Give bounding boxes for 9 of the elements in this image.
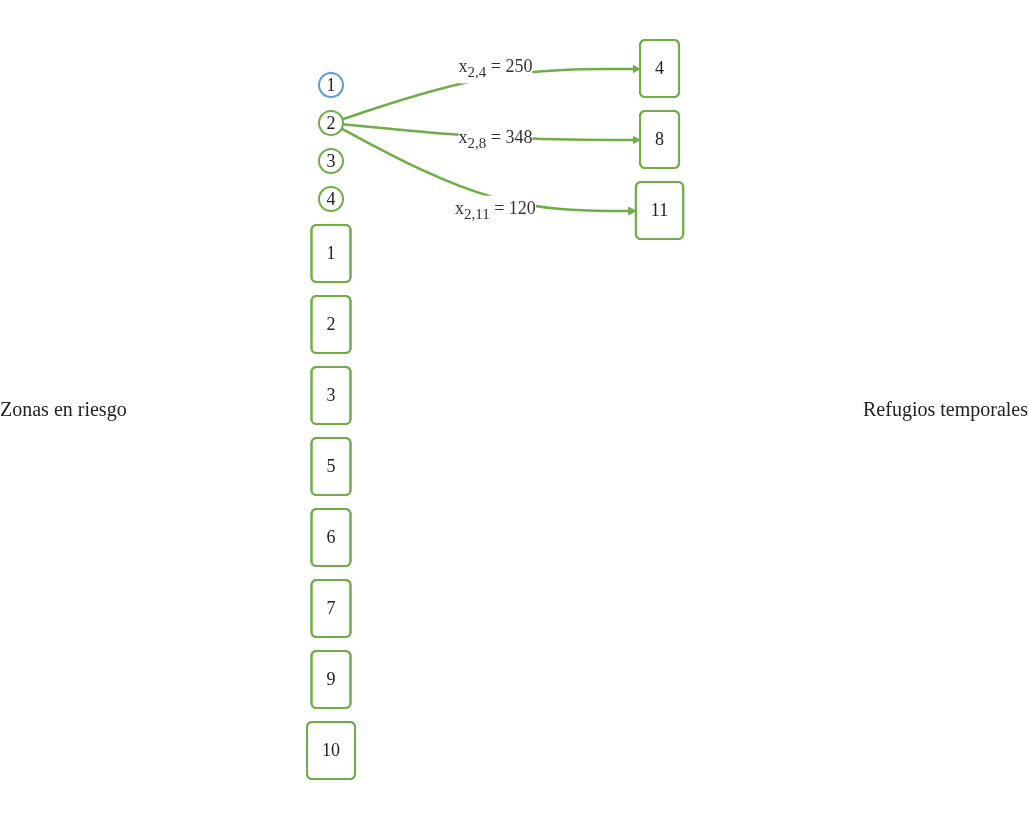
- node-circle: 3: [317, 148, 344, 174]
- edge-label: x$_{2,11}$ = 120: [454, 198, 536, 223]
- node-circle: 1: [317, 72, 344, 98]
- axis-caption: Zonas en riesgo: [0, 398, 127, 421]
- axis-caption: Refugios temporales: [863, 398, 1028, 421]
- edge-label: x$_{2,8}$ = 348: [458, 127, 533, 152]
- node-circle: 2: [317, 110, 344, 136]
- node-circle: 4: [317, 186, 344, 212]
- edge-label: x$_{2,4}$ = 250: [458, 56, 533, 81]
